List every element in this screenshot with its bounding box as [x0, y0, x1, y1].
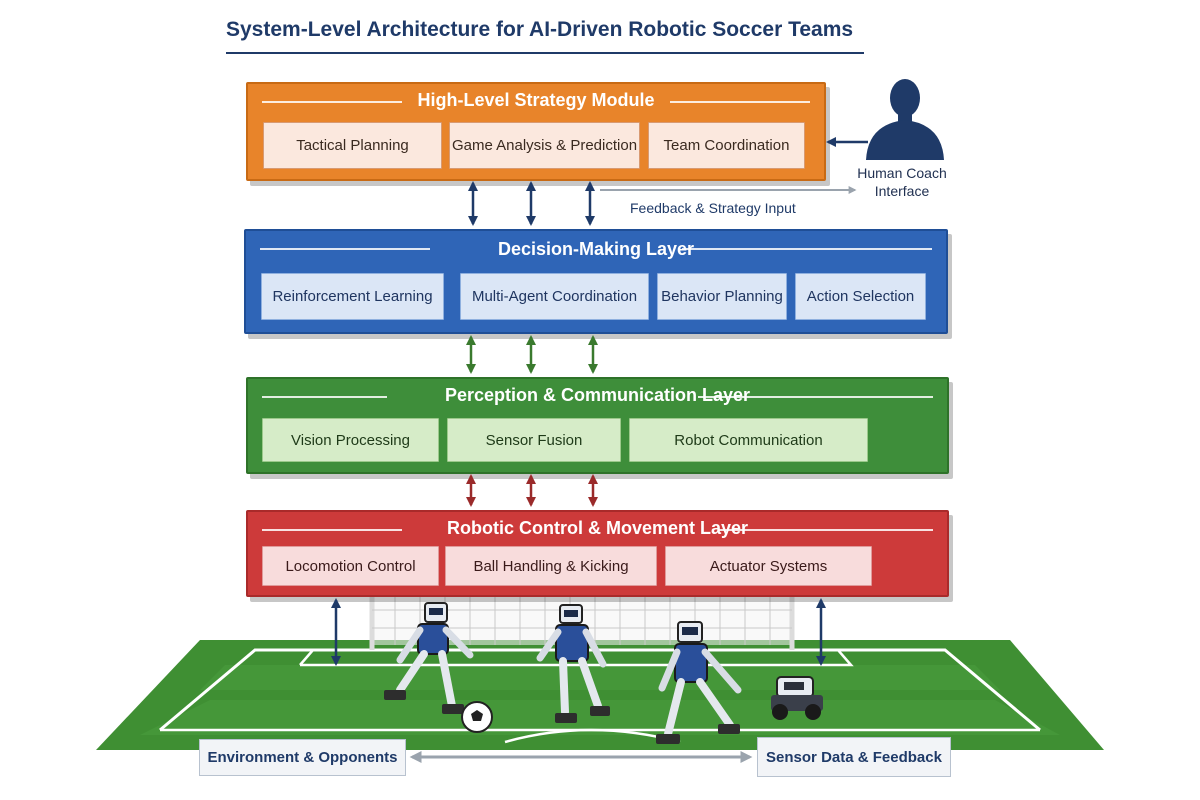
title-rule-left — [262, 396, 387, 398]
title-rule-left — [262, 529, 402, 531]
strategy-box-game-analysis: Game Analysis & Prediction — [449, 122, 640, 169]
decision-box-multi-agent: Multi-Agent Coordination — [460, 273, 649, 320]
perception-layer-title: Perception & Communication Layer — [444, 385, 751, 405]
person-icon — [866, 79, 944, 160]
sensor-data-box: Sensor Data & Feedback — [757, 737, 951, 777]
soccer-ball — [461, 701, 493, 733]
decision-layer-title: Decision-Making Layer — [497, 239, 695, 259]
title-underline — [226, 52, 864, 54]
robotic-box-locomotion-control: Locomotion Control — [262, 546, 439, 586]
robotic-control-layer: Robotic Control & Movement Layer Locomot… — [246, 510, 949, 597]
strategy-layer: High-Level Strategy Module Tactical Plan… — [246, 82, 826, 181]
environment-box: Environment & Opponents — [199, 739, 406, 776]
wheeled-robot — [771, 676, 823, 720]
field-stripe — [140, 700, 1060, 735]
humanoid-robot — [656, 621, 742, 744]
robotic-layer-title: Robotic Control & Movement Layer — [446, 518, 749, 538]
decision-box-reinforcement-learning: Reinforcement Learning — [261, 273, 444, 320]
robotic-box-actuator-systems: Actuator Systems — [665, 546, 872, 586]
strategy-layer-title: High-Level Strategy Module — [417, 90, 655, 110]
penalty-box-line — [299, 648, 854, 667]
humanoid-robot — [384, 602, 474, 714]
robotic-box-ball-handling: Ball Handling & Kicking — [445, 546, 657, 586]
title-rule-left — [262, 101, 402, 103]
perception-box-sensor-fusion: Sensor Fusion — [447, 418, 621, 462]
strategy-box-team-coordination: Team Coordination — [648, 122, 805, 169]
strategy-box-tactical-planning: Tactical Planning — [263, 122, 442, 169]
diagram-title: System-Level Architecture for AI-Driven … — [226, 18, 854, 41]
feedback-label: Feedback & Strategy Input — [630, 200, 796, 216]
decision-layer: Decision-Making Layer Reinforcement Lear… — [244, 229, 948, 334]
title-rule-right — [698, 396, 933, 398]
title-rule-left — [260, 248, 430, 250]
perception-box-robot-communication: Robot Communication — [629, 418, 868, 462]
title-rule-right — [670, 101, 810, 103]
decision-box-action-selection: Action Selection — [795, 273, 926, 320]
human-coach-label: Human Coach Interface — [857, 165, 947, 199]
perception-layer: Perception & Communication Layer Vision … — [246, 377, 949, 474]
title-rule-right — [682, 248, 932, 250]
decision-box-behavior-planning: Behavior Planning — [657, 273, 787, 320]
title-rule-right — [718, 529, 933, 531]
humanoid-robot — [536, 604, 610, 723]
perception-box-vision-processing: Vision Processing — [262, 418, 439, 462]
